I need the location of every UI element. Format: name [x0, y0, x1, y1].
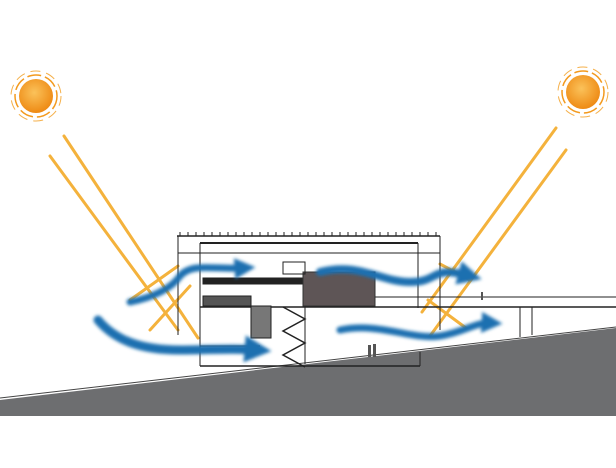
ground-slope: [0, 328, 616, 416]
ground-line: [0, 326, 616, 399]
wind-arrow-upper-right: [316, 261, 482, 287]
sun-icon-right: [557, 66, 609, 118]
sun-rays-right: [420, 126, 568, 338]
sun-icon-left: [10, 70, 62, 122]
wind-arrow-upper-left: [126, 258, 256, 306]
wind-arrow-lower-left: [93, 315, 272, 363]
building-section: [177, 232, 616, 368]
wind-arrow-lower-right: [336, 311, 503, 341]
wind-flow-arrows: [93, 258, 503, 363]
sun-rays-left: [48, 134, 200, 340]
